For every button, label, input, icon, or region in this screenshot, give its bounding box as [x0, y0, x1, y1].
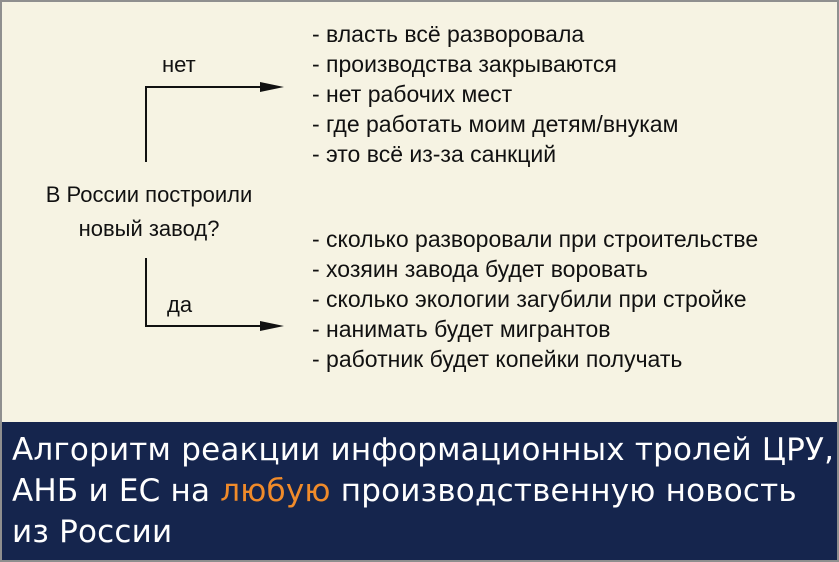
question-line-1: В России построили [45, 182, 253, 207]
question-text: В России построили новый завод? [14, 178, 284, 246]
flow-diagram: нет да В России построили новый завод? -… [2, 2, 837, 422]
list-item: - работник будет копейки получать [312, 346, 683, 372]
branch-yes-label: да [167, 292, 193, 317]
arrow-no-head [260, 82, 284, 92]
question-line-2: новый завод? [78, 216, 220, 241]
list-item: - нет рабочих мест [312, 81, 513, 107]
caption-banner: Алгоритм реакции информационных тролей Ц… [2, 422, 837, 560]
list-item: - власть всё разворовала [312, 21, 585, 47]
caption-line-1: Алгоритм реакции информационных тролей Ц… [12, 432, 835, 468]
list-item: - это всё из-за санкций [312, 141, 557, 167]
caption-text: Алгоритм реакции информационных тролей Ц… [12, 430, 834, 553]
caption-line-2-end: производственную новость [330, 473, 797, 509]
list-item: - хозяин завода будет воровать [312, 256, 648, 282]
caption-line-2-start: АНБ и ЕС на [12, 473, 221, 509]
list-item: - производства закрываются [312, 51, 617, 77]
list-item: - где работать моим детям/внукам [312, 111, 679, 137]
list-item: - сколько экологии загубили при стройке [312, 286, 747, 312]
list-item: - нанимать будет мигрантов [312, 316, 611, 342]
caption-highlight: любую [220, 473, 331, 509]
caption-line-3: из России [12, 514, 173, 550]
branch-no-label: нет [162, 52, 196, 77]
list-item: - сколько разворовали при строительстве [312, 226, 759, 252]
yes-branch-list: - сколько разворовали при строительстве … [312, 224, 758, 374]
no-branch-list: - власть всё разворовала - производства … [312, 19, 678, 169]
flow-connectors [145, 82, 284, 331]
arrow-yes-head [260, 321, 284, 331]
